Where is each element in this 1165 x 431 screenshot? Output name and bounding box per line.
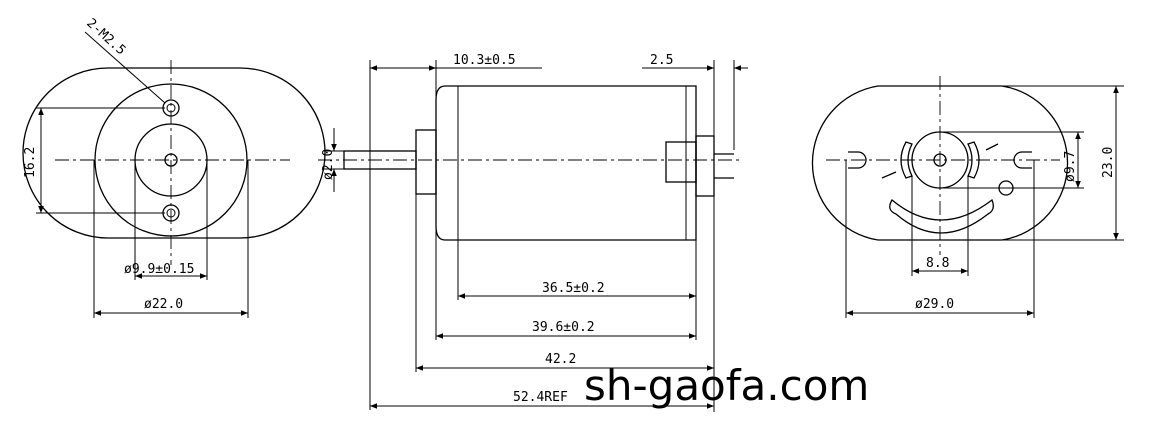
- rear-tick-left: [881, 171, 897, 179]
- side-view: ø2.0 10.3±0.5 2.5 36.5±0.2 39.6±0.2 42.2…: [318, 53, 748, 412]
- rear-bearing-housing: [665, 141, 697, 183]
- shaft-extension-label: 10.3±0.5: [453, 53, 516, 68]
- boss-diameter-label: ø9.9±0.15: [124, 262, 194, 277]
- rear-tick-right: [985, 143, 999, 151]
- body-length-label: 39.6±0.2: [532, 320, 595, 335]
- rear-end-cap: [695, 135, 715, 197]
- thread-leader-line: [84, 31, 166, 104]
- rear-curved-slot: [889, 198, 994, 234]
- rear-slot-left: [848, 151, 867, 169]
- bearing-diameter-label: ø9.7: [1063, 151, 1078, 182]
- front-bearing-boss: [415, 129, 437, 195]
- flat-height-label: 23.0: [1101, 147, 1116, 178]
- hole-spacing-label: 16.2: [23, 147, 38, 178]
- front-body-diameter-label: ø22.0: [144, 297, 183, 312]
- front-body-outline: [22, 67, 326, 239]
- rear-body-diameter-label: ø29.0: [915, 297, 954, 312]
- slot-spacing-label: 8.8: [926, 256, 949, 271]
- watermark-text: sh-gaofa.com: [584, 361, 869, 410]
- terminal-length-label: 2.5: [650, 53, 673, 68]
- rear-view: ø9.7 23.0 8.8 ø29.0: [811, 76, 1124, 318]
- length-with-terminals-label: 42.2: [545, 352, 576, 367]
- shaft-diameter-label: ø2.0: [321, 149, 336, 180]
- overall-length-label: 52.4REF: [513, 390, 568, 405]
- motor-can: [435, 85, 697, 241]
- can-length-label: 36.5±0.2: [542, 281, 605, 296]
- front-view: 2-M2.5 16.2 ø9.9±0.15 ø22.0: [22, 16, 326, 318]
